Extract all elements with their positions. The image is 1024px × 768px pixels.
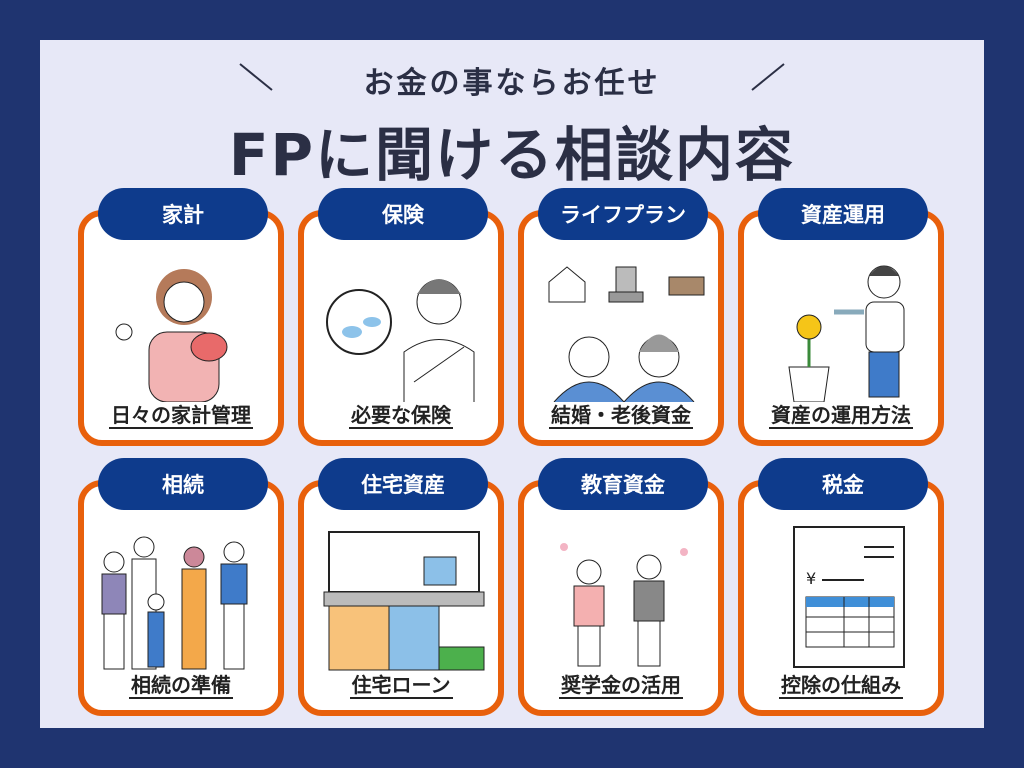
card-label: 資産運用 [758,188,928,240]
card-label: ライフプラン [538,188,708,240]
card-label: 教育資金 [538,458,708,510]
card-label: 家計 [98,188,268,240]
subtitle: お金の事ならお任せ [363,66,661,101]
card-caption: 相続の準備 [129,673,233,699]
card-caption: 控除の仕組み [779,673,903,699]
family-icon [101,536,248,670]
slash-right-icon [751,63,785,91]
card-caption: 資産の運用方法 [769,403,913,429]
students-icon [560,543,688,667]
card-4: 資産の運用方法 [738,210,944,446]
house-icon [323,531,485,671]
card-5: 相続の準備 [78,480,284,716]
card-3: 結婚・老後資金 [518,210,724,446]
card-7: 奨学金の活用 [518,480,724,716]
card-label: 保険 [318,188,488,240]
card-6: 住宅ローン [298,480,504,716]
card-2: 必要な保険 [298,210,504,446]
svg-text:¥: ¥ [806,569,816,588]
woman-wallet-icon [115,269,228,402]
card-caption: 住宅ローン [349,673,453,699]
card-caption: 結婚・老後資金 [549,403,693,429]
card-1: 日々の家計管理 [78,210,284,446]
card-caption: 必要な保険 [349,403,453,429]
page-title: FPに聞ける相談内容 [228,121,796,189]
card-caption: 奨学金の活用 [559,673,683,699]
tax-document-icon: ¥ [793,526,905,668]
life-plan-icon [548,266,705,402]
card-label: 相続 [98,458,268,510]
money-plant-icon [788,265,905,402]
card-label: 税金 [758,458,928,510]
card-caption: 日々の家計管理 [109,403,253,429]
injured-man-icon [326,279,475,402]
card-8: ¥ 控除の仕組み [738,480,944,716]
card-label: 住宅資産 [318,458,488,510]
slash-left-icon [239,63,273,91]
